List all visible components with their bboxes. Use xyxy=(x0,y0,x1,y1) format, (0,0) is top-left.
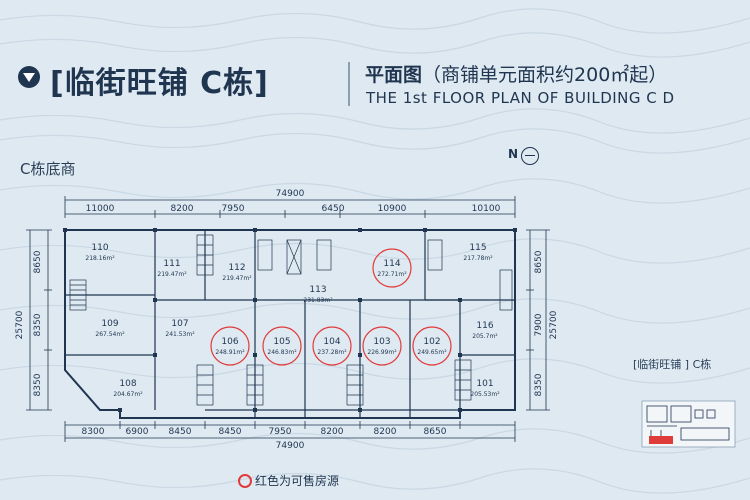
unit-number: 116 xyxy=(476,321,493,331)
dim-bottom: 8200 xyxy=(321,427,344,437)
unit-area: 205.7m² xyxy=(472,333,498,340)
unit-area: 267.54m² xyxy=(95,331,125,338)
dim-top-total: 74900 xyxy=(276,189,305,199)
block-label: C栋底商 xyxy=(20,160,76,178)
unit-area: 204.67m² xyxy=(113,391,143,398)
dim-top: 8200 xyxy=(171,204,194,214)
unit-area: 241.53m² xyxy=(165,331,195,338)
available-unit-marker xyxy=(312,326,352,366)
unit-number: 115 xyxy=(469,243,486,253)
page-title: [临街旺铺 C栋] xyxy=(50,66,269,101)
dim-top: 10900 xyxy=(378,204,407,214)
plan-title-rest: （商铺单元面积约200㎡起） xyxy=(422,64,668,86)
header-divider xyxy=(348,62,350,106)
unit-area: 272.71m² xyxy=(377,271,407,278)
unit-area: 219.47m² xyxy=(157,271,187,278)
dim-bottom: 8200 xyxy=(374,427,397,437)
available-unit-marker xyxy=(210,326,250,366)
unit-number: 113 xyxy=(309,285,326,295)
dim-bottom: 6900 xyxy=(126,427,149,437)
unit-area: 217.78m² xyxy=(463,255,493,262)
unit-area: 237.28m² xyxy=(317,349,347,356)
unit-number: 114 xyxy=(383,259,400,269)
dim-left: 8650 xyxy=(33,250,43,273)
dim-top: 6450 xyxy=(322,204,345,214)
dim-right: 8650 xyxy=(534,250,544,273)
compass-icon xyxy=(521,147,539,165)
dim-top: 11000 xyxy=(86,204,115,214)
unit-number: 112 xyxy=(228,263,245,273)
available-unit-marker xyxy=(262,326,302,366)
unit-area: 218.16m² xyxy=(85,255,115,262)
red-circle-icon xyxy=(238,473,252,488)
north-letter: N xyxy=(508,147,519,161)
unit-number: 108 xyxy=(119,379,136,389)
dim-right-total: 25700 xyxy=(549,310,559,339)
unit-area: 248.91m² xyxy=(215,349,245,356)
dim-left: 8350 xyxy=(33,373,43,396)
dim-bottom: 8650 xyxy=(424,427,447,437)
unit-number: 111 xyxy=(163,259,180,269)
north-indicator: N xyxy=(508,147,548,167)
unit-number: 105 xyxy=(273,337,290,347)
unit-area: 249.65m² xyxy=(417,349,447,356)
footer-note: 红色为可售房源 xyxy=(255,474,340,488)
unit-number: 110 xyxy=(91,243,108,253)
section-marker-icon xyxy=(18,66,40,88)
unit-number: 107 xyxy=(171,319,188,329)
available-unit-marker xyxy=(362,326,402,366)
plan-title-bold: 平面图 xyxy=(365,64,423,86)
dim-top: 10100 xyxy=(472,204,501,214)
unit-number: 103 xyxy=(373,337,390,347)
site-keymap xyxy=(641,400,736,448)
building-legend: [临街旺铺 ] C栋 xyxy=(633,358,712,371)
unit-area: 219.47m² xyxy=(222,275,252,282)
unit-area: 246.83m² xyxy=(267,349,297,356)
available-unit-marker xyxy=(412,326,452,366)
plan-title: 平面图（商铺单元面积约200㎡起） xyxy=(365,60,667,87)
dim-left: 8350 xyxy=(33,313,43,336)
dim-left-total: 25700 xyxy=(15,310,25,339)
dim-right: 8350 xyxy=(534,373,544,396)
footer-note-row: 红色为可售房源 xyxy=(238,472,339,489)
dim-bottom: 8300 xyxy=(82,427,105,437)
dim-bottom-total: 74900 xyxy=(276,441,305,451)
unit-area: 231.83m² xyxy=(303,297,333,304)
unit-number: 101 xyxy=(476,379,493,389)
unit-number: 104 xyxy=(323,337,340,347)
dim-top: 7950 xyxy=(222,204,245,214)
unit-area: 226.99m² xyxy=(367,349,397,356)
dim-bottom: 8450 xyxy=(169,427,192,437)
dim-right: 7900 xyxy=(534,313,544,336)
plan-title-en: THE 1st FLOOR PLAN OF BUILDING C D xyxy=(366,89,675,107)
unit-number: 106 xyxy=(221,337,238,347)
dim-bottom: 7950 xyxy=(269,427,292,437)
unit-number: 102 xyxy=(423,337,440,347)
unit-area: 205.53m² xyxy=(470,391,500,398)
dim-bottom: 8450 xyxy=(219,427,242,437)
available-unit-marker xyxy=(372,248,412,288)
unit-number: 109 xyxy=(101,319,118,329)
